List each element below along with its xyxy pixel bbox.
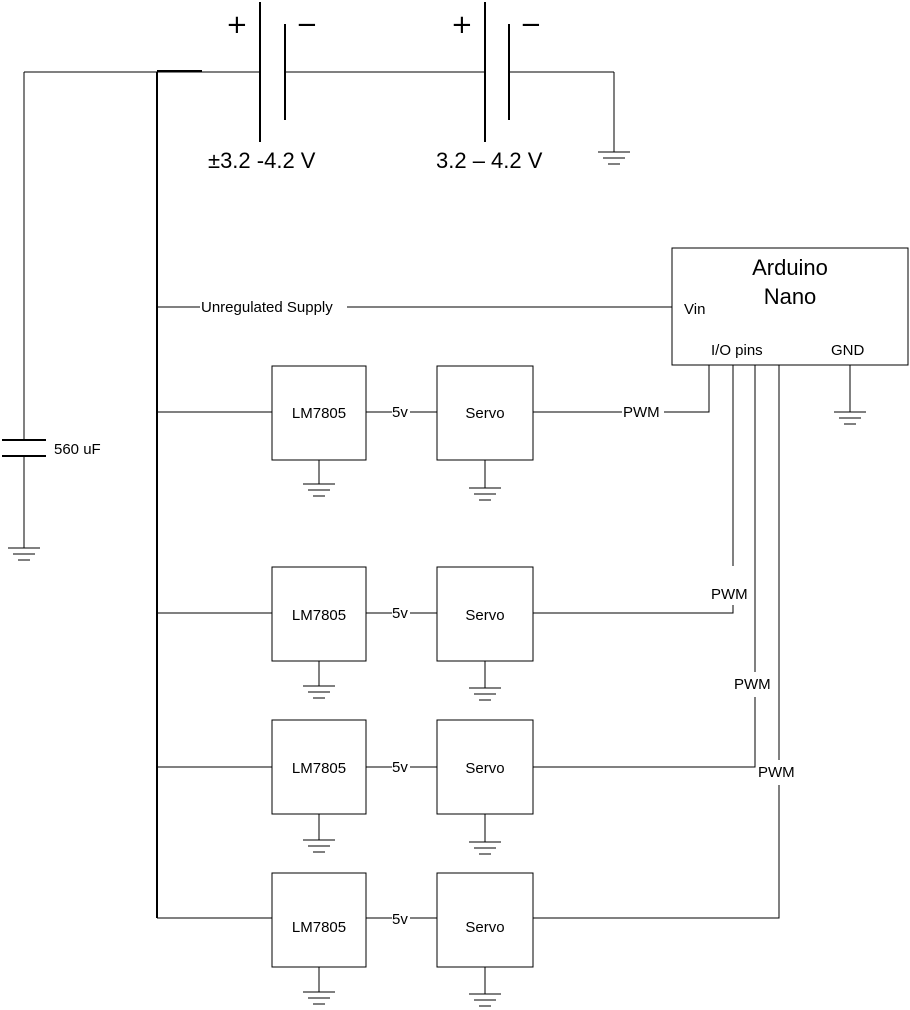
battery-2: + − 3.2 – 4.2 V <box>436 2 543 173</box>
battery-1: + − ±3.2 -4.2 V <box>208 2 318 173</box>
voltage-label: 5v <box>392 404 408 421</box>
ground-icon <box>303 991 335 1005</box>
servo-box <box>436 365 534 461</box>
ground-icon <box>8 547 40 561</box>
pwm-label: PWM <box>758 764 795 781</box>
voltage-label: 5v <box>392 605 408 622</box>
voltage-label: 5v <box>392 759 408 776</box>
ground-icon <box>303 839 335 853</box>
servo-box <box>436 719 534 815</box>
regulator-label: LM7805 <box>292 919 346 936</box>
ground-icon <box>303 685 335 699</box>
regulator-box <box>271 872 367 968</box>
ground-icon <box>469 687 501 701</box>
capacitor: 560 uF <box>2 439 101 548</box>
arduino-gnd-label: GND <box>831 342 865 359</box>
servo-box <box>436 566 534 662</box>
arduino-io-label: I/O pins <box>711 342 763 359</box>
ground-icon <box>834 411 866 425</box>
regulator-box <box>271 719 367 815</box>
arduino-nano: Arduino Nano Vin I/O pins GND <box>671 247 909 366</box>
servo-label: Servo <box>465 607 504 624</box>
ground-icon <box>469 487 501 501</box>
battery-rail <box>23 70 615 918</box>
capacitor-label: 560 uF <box>54 441 101 458</box>
channel-3: LM7805 5v Servo PWM <box>157 676 771 855</box>
pwm-label: PWM <box>711 586 748 603</box>
voltage-label: 5v <box>392 911 408 928</box>
battery-2-plus: + <box>451 10 473 40</box>
servo-label: Servo <box>465 919 504 936</box>
supply-label: Unregulated Supply <box>201 299 333 316</box>
battery-1-voltage: ±3.2 -4.2 V <box>208 148 316 173</box>
arduino-title-line2: Nano <box>764 284 817 309</box>
arduino-title-line1: Arduino <box>752 255 828 280</box>
regulator-label: LM7805 <box>292 760 346 777</box>
channel-2: LM7805 5v Servo PWM <box>157 566 748 701</box>
servo-box <box>436 872 534 968</box>
battery-1-minus: − <box>296 10 318 40</box>
battery-2-minus: − <box>520 10 542 40</box>
pwm-label: PWM <box>734 676 771 693</box>
channel-4: LM7805 5v Servo PWM <box>157 764 795 1007</box>
servo-label: Servo <box>465 760 504 777</box>
ground-icon <box>469 841 501 855</box>
pwm-label: PWM <box>623 404 660 421</box>
arduino-vin-label: Vin <box>684 301 705 318</box>
ground-icon <box>303 483 335 497</box>
channel-1: LM7805 5v Servo PWM <box>157 365 660 501</box>
supply-wire: Unregulated Supply <box>157 299 672 316</box>
battery-1-plus: + <box>226 10 248 40</box>
regulator-label: LM7805 <box>292 607 346 624</box>
ground-icon <box>598 151 630 165</box>
servo-label: Servo <box>465 405 504 422</box>
pwm-wires <box>533 365 780 919</box>
regulator-box <box>271 566 367 662</box>
battery-2-voltage: 3.2 – 4.2 V <box>436 148 543 173</box>
regulator-box <box>271 365 367 461</box>
regulator-label: LM7805 <box>292 405 346 422</box>
ground-icon <box>469 993 501 1007</box>
